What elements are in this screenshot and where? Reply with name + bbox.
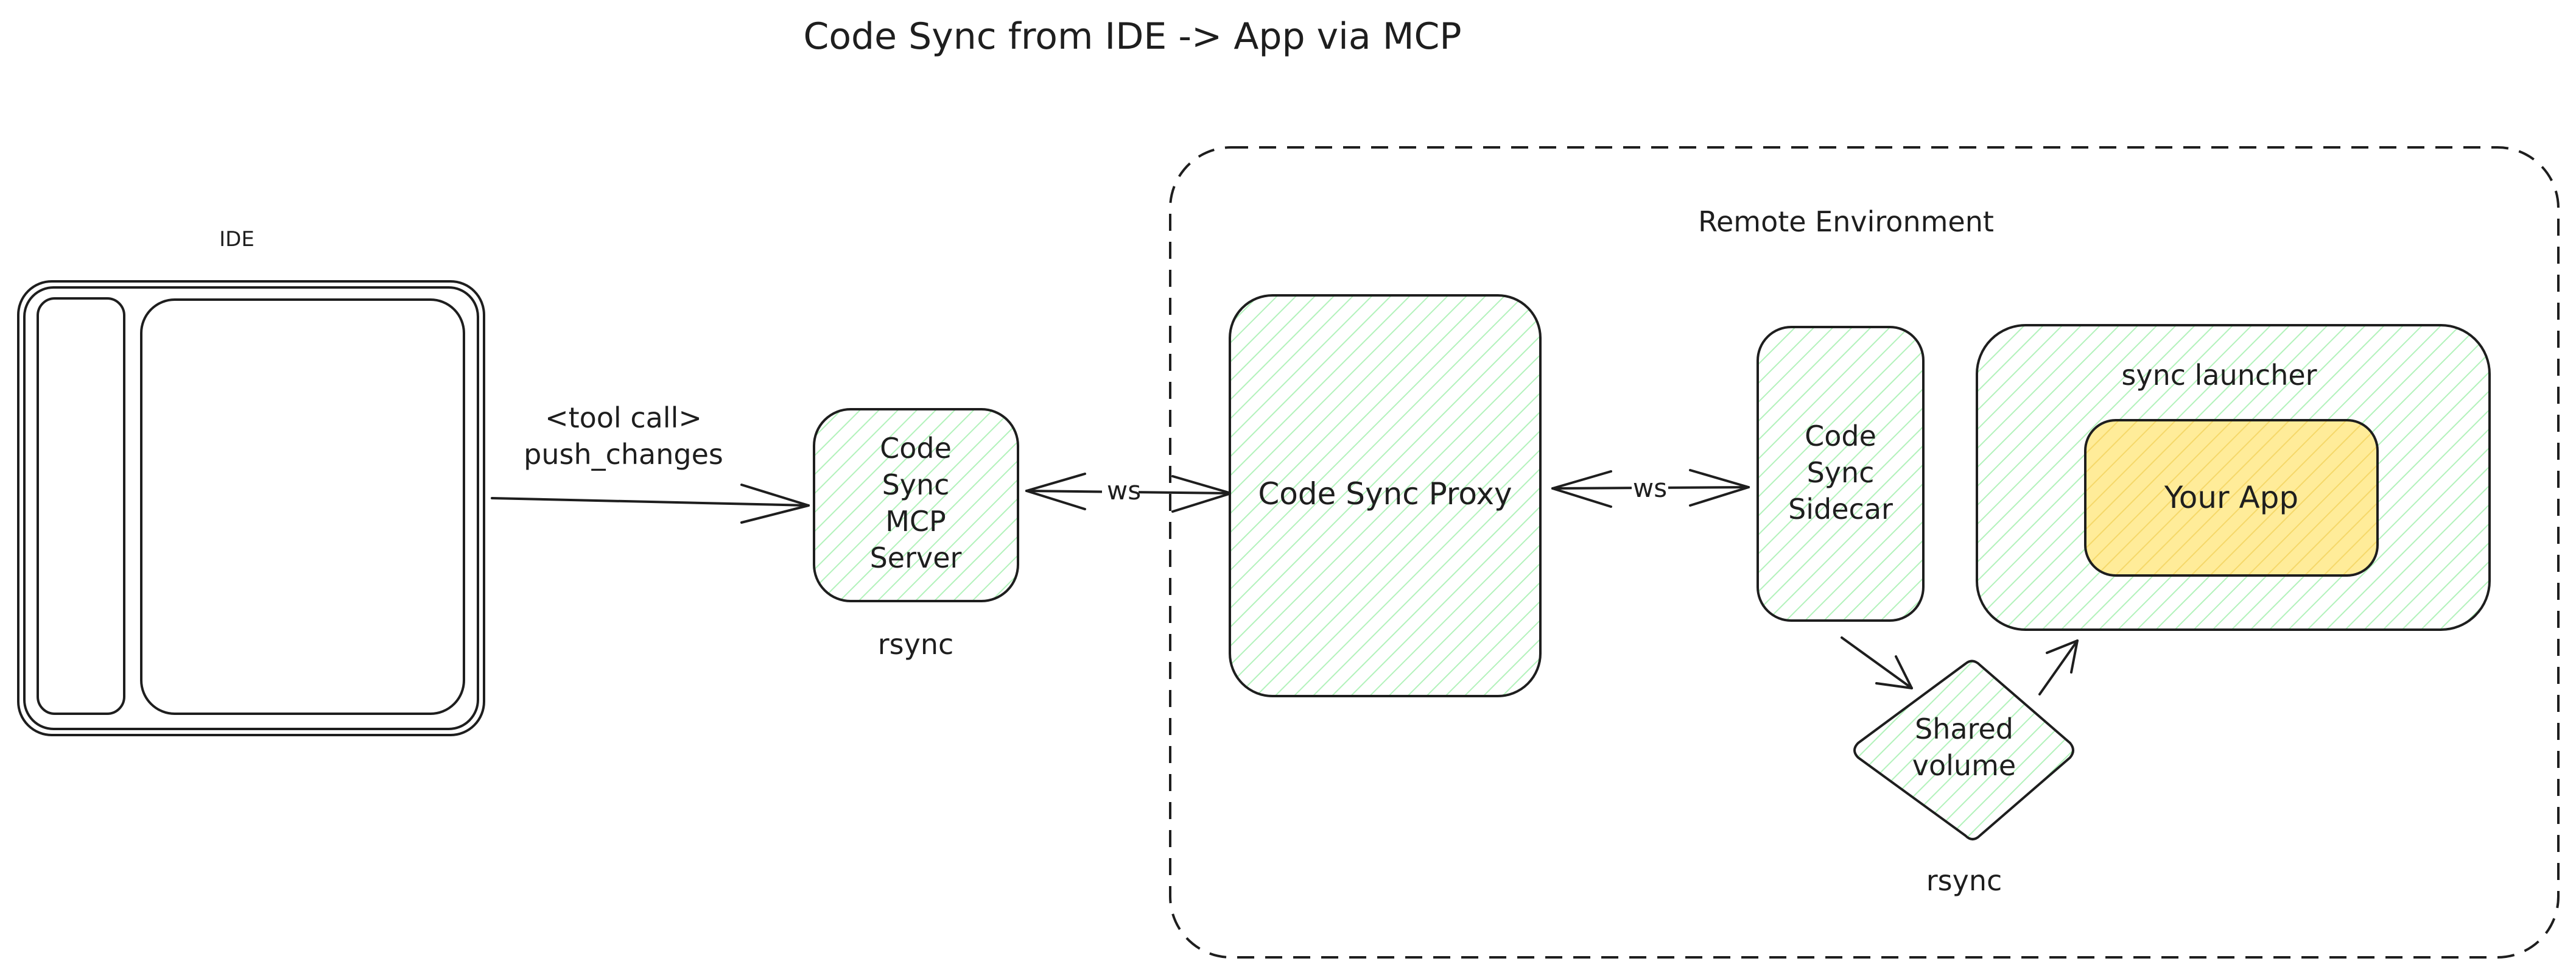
shared-volume-line-2: volume	[1912, 749, 2016, 782]
your-app-label: Your App	[2164, 480, 2298, 515]
sidecar-line-3: Sidecar	[1788, 493, 1893, 526]
code-sync-proxy-box	[1229, 294, 1542, 697]
ide-sidebar-panel	[37, 297, 125, 715]
mcp-server-line-2: Sync	[882, 468, 950, 501]
ws-left-label: ws	[1107, 476, 1141, 505]
code-sync-proxy-label: Code Sync Proxy	[1258, 476, 1512, 512]
sidecar-line-1: Code	[1805, 420, 1876, 452]
remote-environment-boundary	[1169, 146, 2560, 959]
code-sync-sidecar-box	[1757, 326, 1925, 622]
shared-volume-diamond	[1853, 660, 2074, 840]
ws-right-label: ws	[1633, 473, 1667, 503]
shared-volume-line-1: Shared	[1915, 713, 2013, 745]
tool-call-label: <tool call>	[545, 401, 702, 434]
mcp-server-line-3: MCP	[885, 505, 946, 538]
tool-call-arrow	[491, 484, 810, 524]
ide-window	[17, 280, 485, 736]
mcp-server-box	[813, 408, 1019, 602]
diagram-title: Code Sync from IDE -> App via MCP	[803, 15, 1461, 58]
mcp-server-line-1: Code	[880, 432, 952, 465]
sidecar-to-volume-arrow	[1841, 636, 1913, 689]
sync-launcher-label: sync launcher	[2121, 359, 2317, 392]
sidecar-line-2: Sync	[1807, 456, 1875, 489]
mcp-server-line-4: Server	[870, 541, 962, 574]
remote-environment-label: Remote Environment	[1698, 205, 1994, 238]
volume-to-launcher-arrow	[2038, 639, 2079, 695]
your-app-box	[2084, 419, 2379, 577]
ide-editor-panel	[140, 298, 465, 715]
push-changes-label: push_changes	[524, 438, 723, 471]
mcp-server-rsync-caption: rsync	[878, 628, 954, 661]
shared-volume-rsync-caption: rsync	[1926, 864, 2002, 897]
ide-label: IDE	[219, 227, 254, 252]
